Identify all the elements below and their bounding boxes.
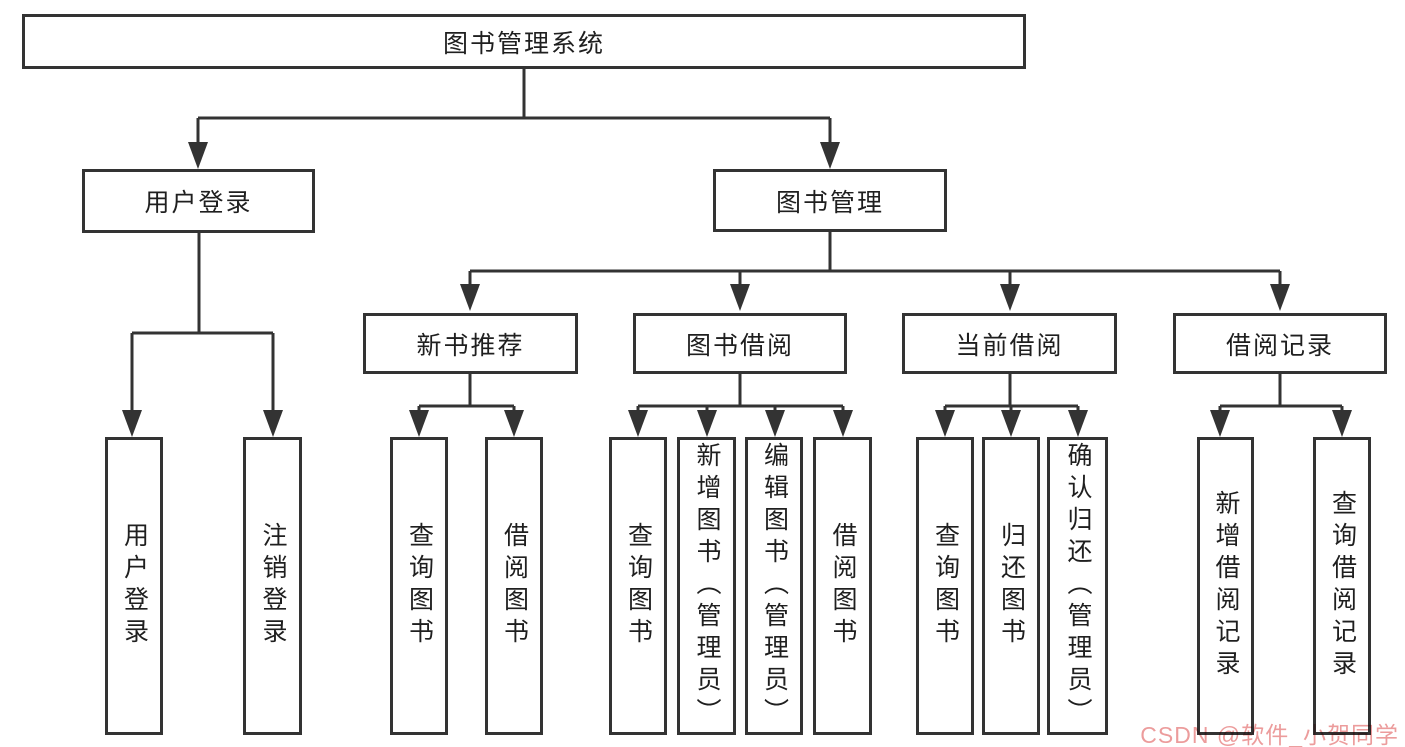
node-library-management-system: 图书管理系统 <box>22 14 1026 69</box>
node-book-borrowing: 图书借阅 <box>633 313 847 374</box>
leaf-current-query-books: 查询图书 <box>916 437 974 735</box>
leaf-user-login: 用户登录 <box>105 437 163 735</box>
node-book-management-branch: 图书管理 <box>713 169 947 232</box>
leaf-confirm-return-admin: 确认归还（管理员） <box>1047 437 1108 735</box>
leaf-add-books-admin: 新增图书（管理员） <box>677 437 736 735</box>
leaf-add-borrow-record: 新增借阅记录 <box>1197 437 1254 735</box>
csdn-watermark: CSDN @软件_小贺同学 <box>1140 722 1399 747</box>
leaf-edit-books-admin: 编辑图书（管理员） <box>745 437 803 735</box>
leaf-recommend-borrow-books: 借阅图书 <box>485 437 543 735</box>
leaf-recommend-query-books: 查询图书 <box>390 437 448 735</box>
node-new-book-recommend: 新书推荐 <box>363 313 578 374</box>
node-user-login-branch: 用户登录 <box>82 169 315 233</box>
leaf-borrowing-query-books: 查询图书 <box>609 437 667 735</box>
leaf-borrowing-borrow-books: 借阅图书 <box>813 437 872 735</box>
arrowheads <box>122 142 1352 437</box>
leaf-query-borrow-record: 查询借阅记录 <box>1313 437 1371 735</box>
leaf-logout: 注销登录 <box>243 437 302 735</box>
node-borrowing-records: 借阅记录 <box>1173 313 1387 374</box>
leaf-return-books: 归还图书 <box>982 437 1040 735</box>
node-current-borrowing: 当前借阅 <box>902 313 1117 374</box>
